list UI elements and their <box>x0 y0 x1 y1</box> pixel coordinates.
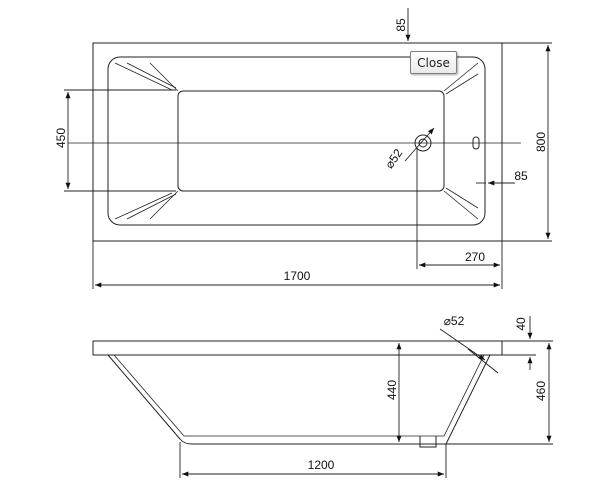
side-rim <box>92 340 503 356</box>
overflow-leader <box>439 328 486 361</box>
side-body-outer <box>107 354 491 445</box>
drain-leader <box>404 127 435 162</box>
tub-slope-lines <box>114 62 479 220</box>
top-view-labels: 800 450 1700 270 85 85 ⌀52 <box>54 18 548 283</box>
dim-label-overflow-diameter: ⌀52 <box>444 314 465 328</box>
side-view-labels: ⌀52 40 440 460 1200 <box>308 314 548 472</box>
dim-label-1200: 1200 <box>308 458 335 472</box>
dim-label-drain-diameter: ⌀52 <box>382 146 405 171</box>
side-view-dimensions <box>179 316 553 478</box>
dim-label-800: 800 <box>534 132 548 152</box>
side-view <box>92 340 503 448</box>
dim-label-85-side: 85 <box>514 169 528 183</box>
dim-label-460: 460 <box>534 381 548 401</box>
dim-label-1700: 1700 <box>284 269 311 283</box>
close-button[interactable]: Close <box>410 51 457 74</box>
dim-label-450: 450 <box>54 128 68 148</box>
top-view <box>68 42 521 242</box>
side-drain <box>419 436 437 448</box>
dim-label-85-top: 85 <box>394 18 408 32</box>
tub-bottom <box>177 90 445 192</box>
dim-label-440: 440 <box>385 380 399 400</box>
side-body-inner <box>113 354 485 437</box>
side-overflow-cut <box>467 348 499 374</box>
dim-label-270: 270 <box>465 250 485 264</box>
tub-inner-edge <box>107 56 486 226</box>
tub-outer-rim <box>92 42 503 242</box>
top-view-dimensions <box>64 8 552 289</box>
dim-label-40: 40 <box>514 317 528 331</box>
